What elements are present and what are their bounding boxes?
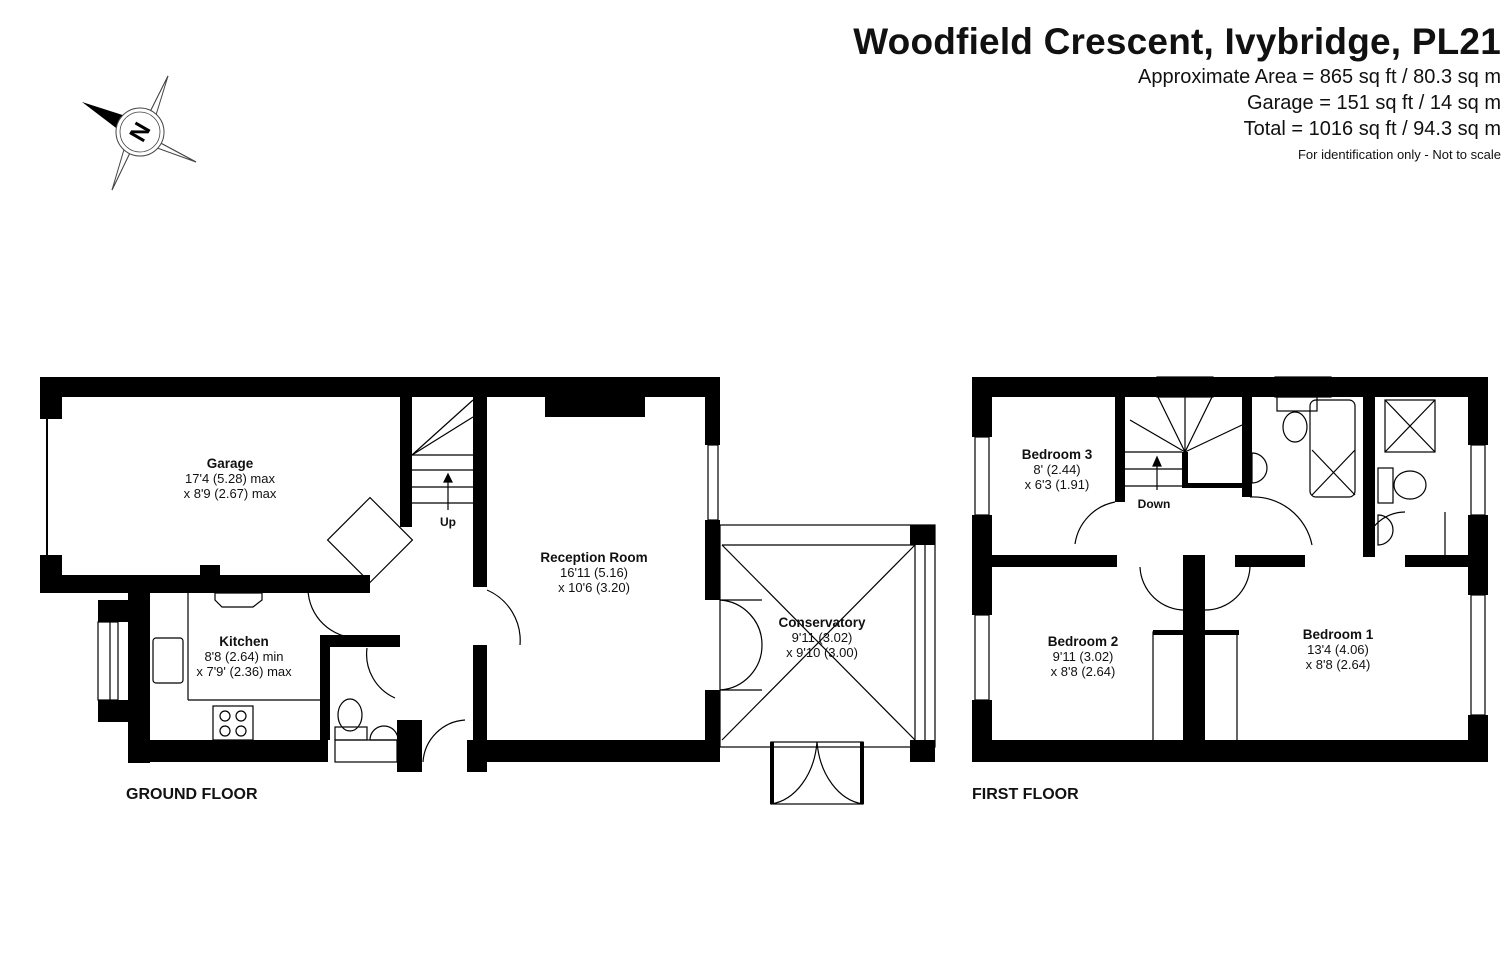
room-label-reception-room: Reception Room 16'11 (5.16) x 10'6 (3.20… [540,550,648,595]
room-label-conservatory: Conservatory 9'11 (3.02) x 9'10 (3.00) [778,615,866,660]
first-floor-details [974,376,1486,740]
stairs-up-label: Up [440,515,456,529]
first-floor-label: FIRST FLOOR [972,786,1079,803]
first-floor-plan [972,377,1488,762]
room-label-bedroom-3: Bedroom 3 8' (2.44) x 6'3 (1.91) [1021,447,1093,492]
property-title: Woodfield Crescent, Ivybridge, PL21 [853,21,1501,62]
room-label-garage: Garage 17'4 (5.28) max x 8'9 (2.67) max [183,456,277,501]
compass-north-icon: N [82,75,197,191]
approximate-area: Approximate Area = 865 sq ft / 80.3 sq m [1138,66,1501,88]
room-label-kitchen: Kitchen 8'8 (2.64) min x 7'9' (2.36) max [196,634,292,679]
total-area: Total = 1016 sq ft / 94.3 sq m [1243,118,1501,140]
floorplan-header: Woodfield Crescent, Ivybridge, PL21 Appr… [853,20,1501,162]
room-label-bedroom-1: Bedroom 1 13'4 (4.06) x 8'8 (2.64) [1302,627,1374,672]
ground-floor-label: GROUND FLOOR [126,786,258,803]
garage-area: Garage = 151 sq ft / 14 sq m [1246,92,1501,114]
ground-floor-details [97,399,936,805]
stairs-down-label: Down [1137,497,1171,511]
room-label-bedroom-2: Bedroom 2 9'11 (3.02) x 8'8 (2.64) [1047,634,1119,679]
disclaimer: For identification only - Not to scale [1297,147,1501,162]
ground-floor-plan [40,377,720,772]
